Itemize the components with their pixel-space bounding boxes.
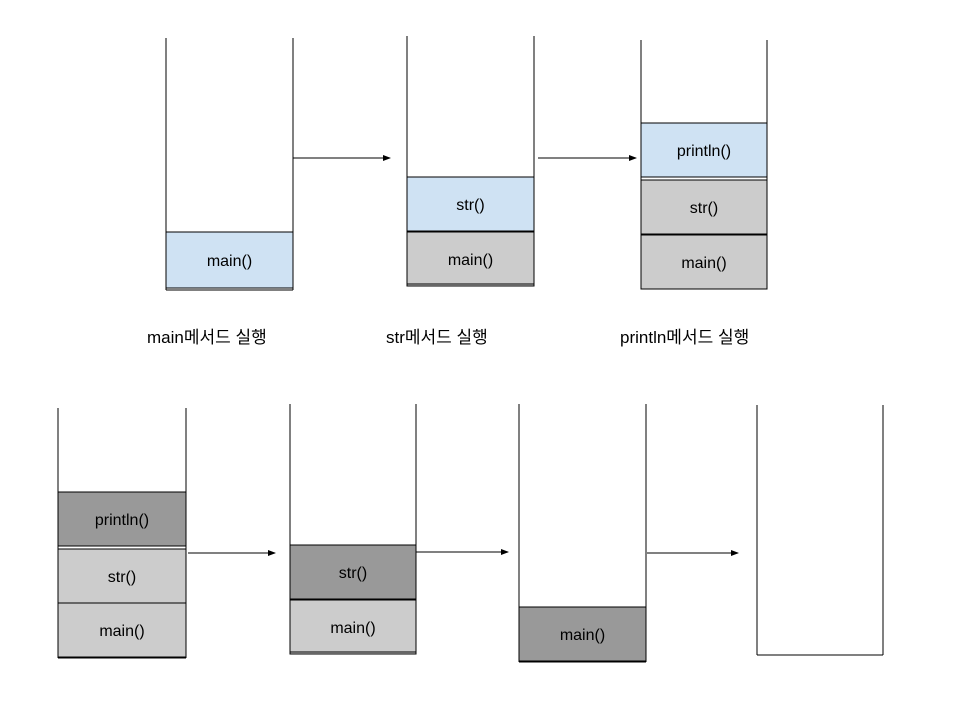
- caption-println-execution: println메서드 실행: [620, 328, 750, 347]
- stack-frame: str(): [406, 176, 535, 232]
- frame-label: main(): [560, 627, 605, 644]
- frame-label: main(): [99, 623, 144, 640]
- stack-container-2: str() main(): [406, 36, 535, 287]
- stack-container-4: println() str() main(): [57, 408, 187, 659]
- stack-container-1: main(): [165, 38, 294, 291]
- stack-frame: main(): [406, 231, 535, 287]
- frame-label: println(): [95, 512, 149, 529]
- frame-label: println(): [677, 143, 731, 160]
- stack-container-6: main(): [518, 404, 647, 663]
- stack-frame: main(): [289, 599, 417, 655]
- stack-container-3: println() str() main(): [640, 40, 768, 290]
- frame-label: str(): [339, 565, 367, 582]
- frame-label: main(): [330, 620, 375, 637]
- caption-str-execution: str메서드 실행: [386, 328, 488, 347]
- stack-frame: main(): [165, 231, 294, 289]
- stack-frame: main(): [518, 606, 647, 662]
- frame-label: main(): [681, 255, 726, 272]
- stack-frame: str(): [289, 544, 417, 600]
- stack-frame: main(): [57, 602, 187, 658]
- frame-label: main(): [448, 252, 493, 269]
- stack-frame: println(): [57, 491, 187, 547]
- stack-frame: str(): [57, 548, 187, 604]
- frame-label: main(): [207, 253, 252, 270]
- frame-label: str(): [690, 200, 718, 217]
- stack-container-5: str() main(): [289, 404, 417, 655]
- stack-frame: str(): [640, 179, 768, 235]
- stack-frame: main(): [640, 234, 768, 290]
- frame-label: str(): [108, 569, 136, 586]
- frame-label: str(): [456, 197, 484, 214]
- stack-frame: println(): [640, 122, 768, 178]
- stack-container-7: [756, 405, 884, 656]
- caption-main-execution: main메서드 실행: [147, 328, 267, 347]
